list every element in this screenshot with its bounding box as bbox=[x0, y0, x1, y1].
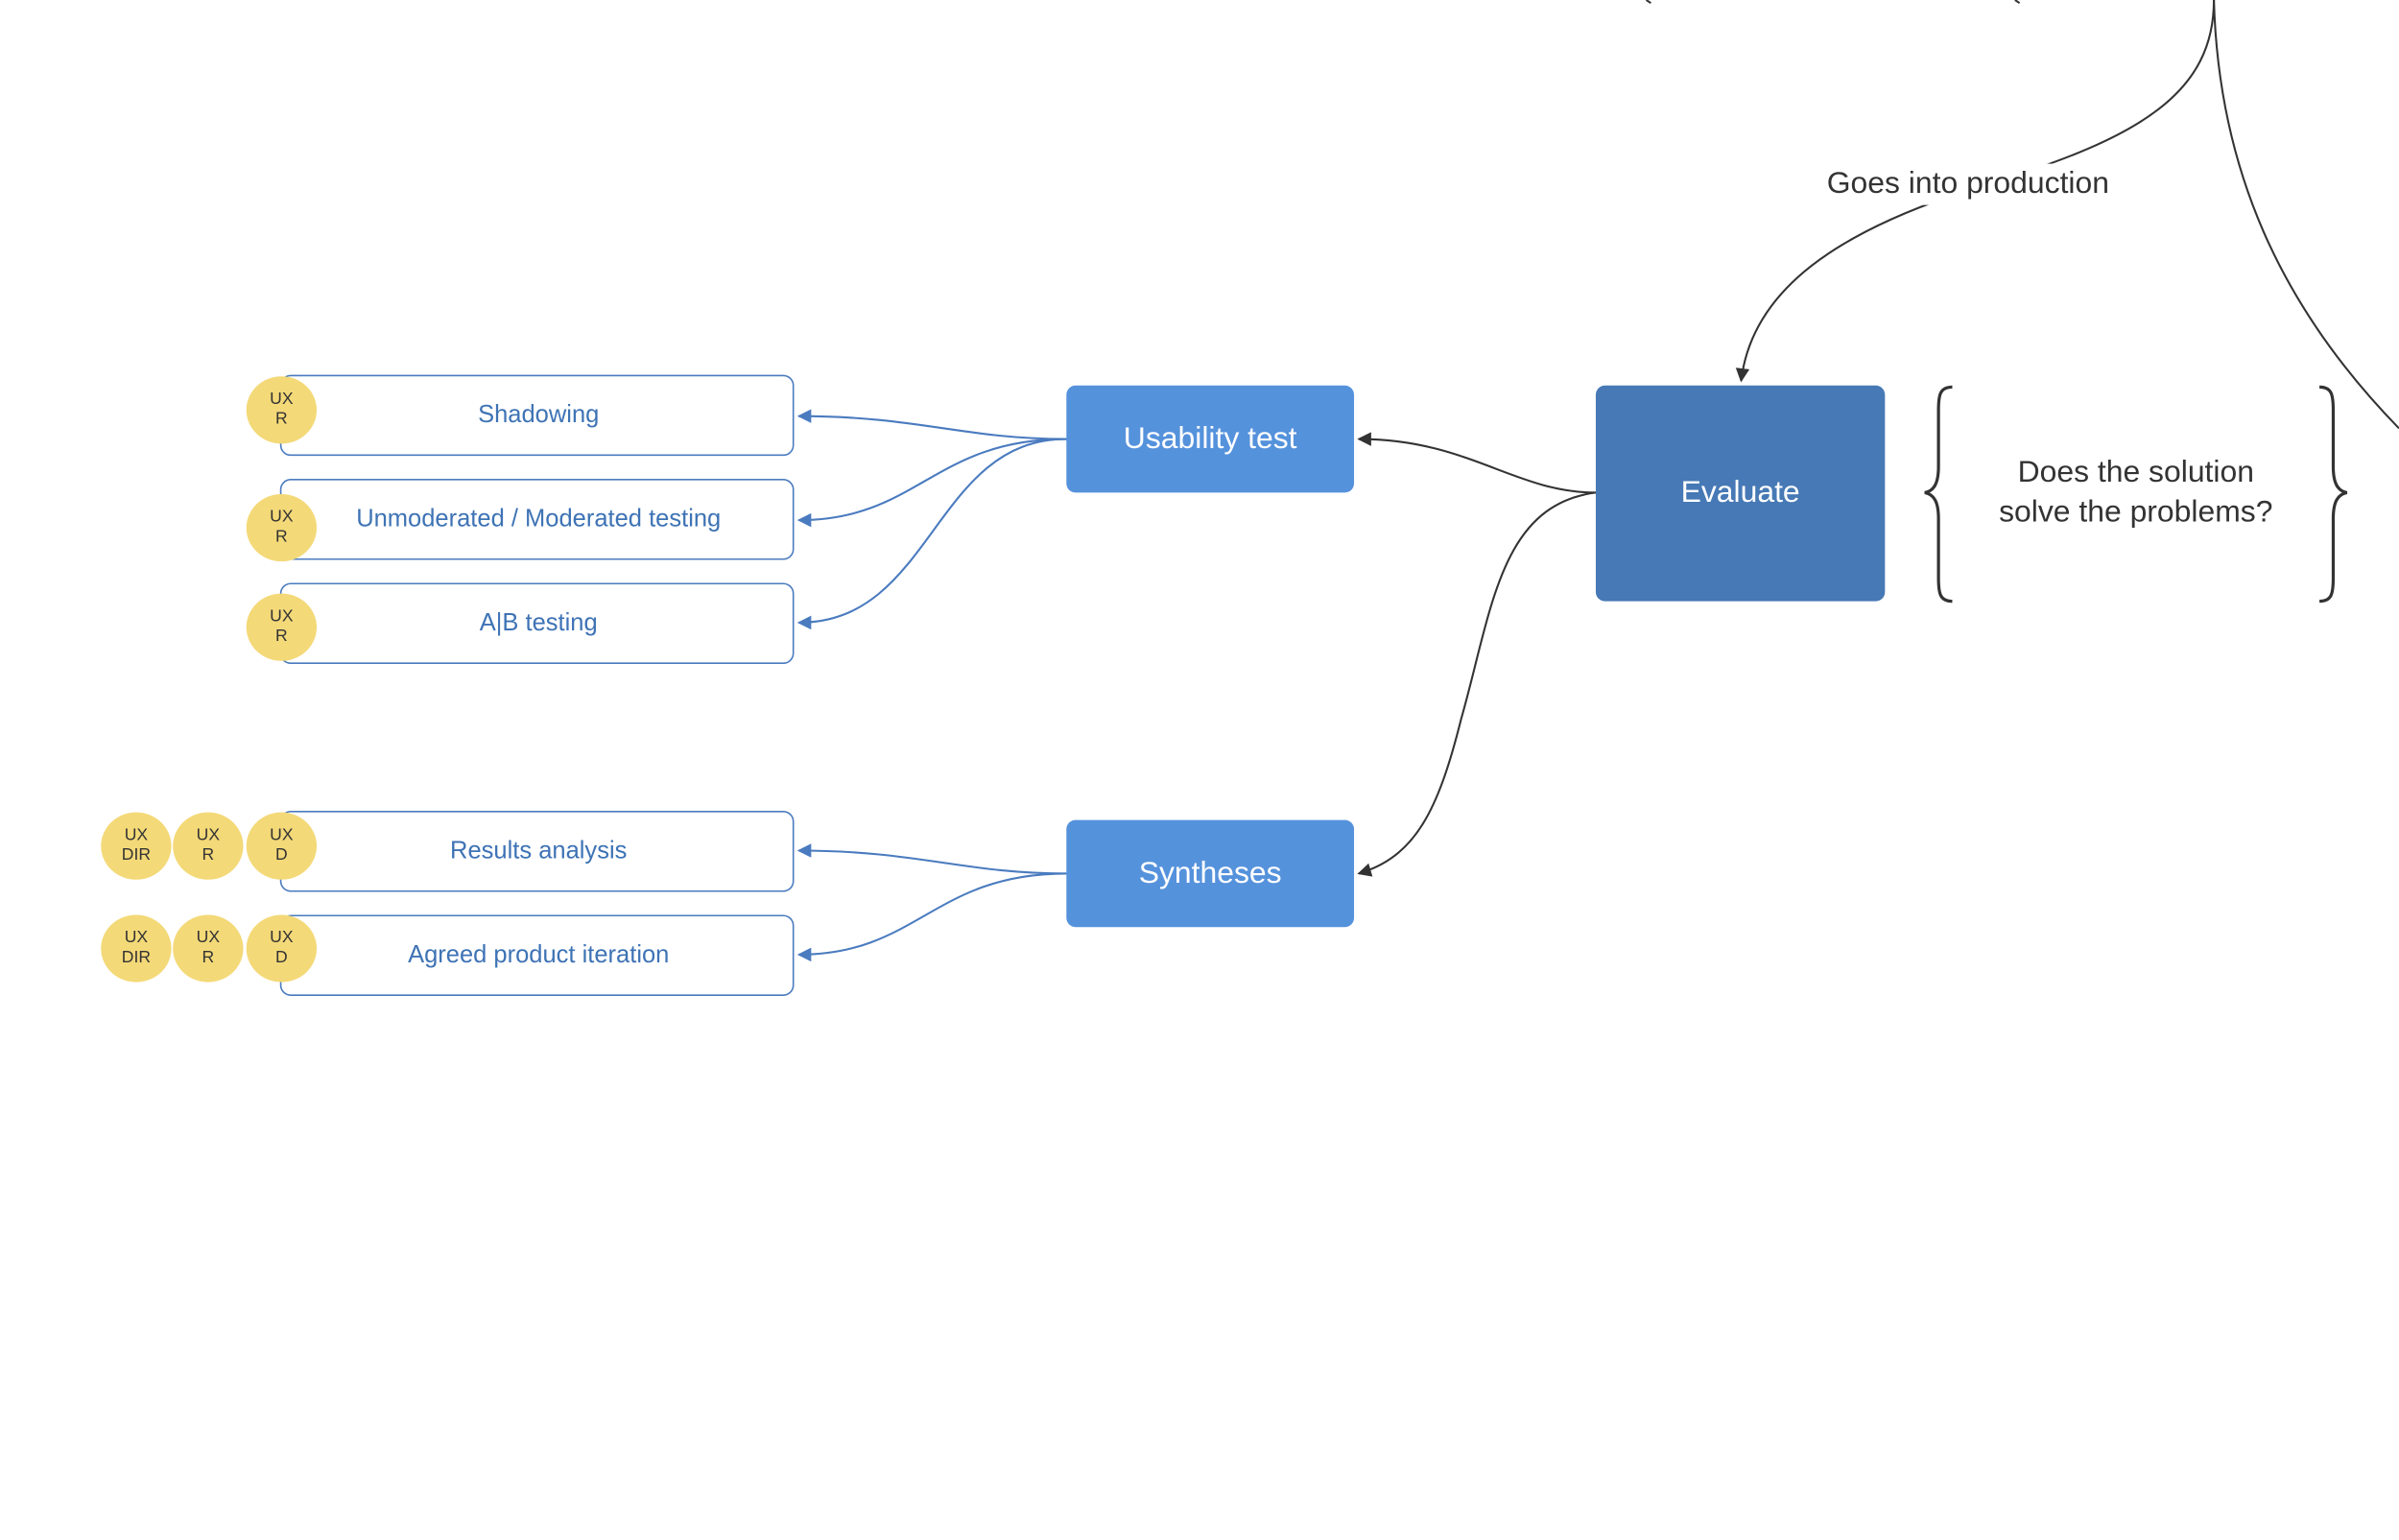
annotation-line-1: Does the solution bbox=[2017, 456, 2254, 490]
task-ab-testing-label: A|B testing bbox=[479, 609, 598, 636]
connector-label-goes-into-production: Goes into production bbox=[1820, 163, 2116, 205]
role-badge-ux-r: UX R bbox=[246, 376, 318, 444]
role-badge-ux-dir: UX DIR bbox=[101, 914, 172, 983]
role-badge-ux-r: UX R bbox=[246, 493, 318, 562]
role-badge-ux-r: UX R bbox=[173, 812, 244, 880]
evaluate-node-label: Evaluate bbox=[1680, 475, 1800, 509]
connector-syntheses-to-iteration bbox=[796, 872, 1067, 962]
evaluate-node[interactable]: Evaluate bbox=[1595, 385, 1886, 602]
role-badge-ux-dir: UX DIR bbox=[101, 812, 172, 880]
role-badge-ux-r: UX R bbox=[246, 593, 318, 661]
usability-test-node[interactable]: Usability test bbox=[1066, 385, 1355, 493]
task-agreed-product-iteration[interactable]: Agreed product iteration bbox=[279, 914, 795, 996]
connector-top-fragment-right bbox=[2014, 0, 2021, 5]
syntheses-node-label: Syntheses bbox=[1138, 856, 1282, 890]
connector-evaluate-to-syntheses bbox=[1357, 491, 1597, 877]
role-badge-ux-r: UX R bbox=[173, 914, 244, 983]
task-shadowing[interactable]: Shadowing bbox=[279, 374, 795, 457]
connector-top-fragment-left bbox=[1645, 0, 1651, 5]
right-curly-brace bbox=[2319, 385, 2348, 604]
task-ab-testing[interactable]: A|B testing bbox=[279, 582, 795, 664]
left-curly-brace bbox=[1924, 385, 1953, 604]
connector-usability-to-unmoderated bbox=[796, 438, 1067, 528]
connector-right-curve bbox=[2213, 0, 2399, 430]
task-unmoderated-moderated-testing[interactable]: Unmoderated / Moderated testing bbox=[279, 479, 795, 560]
annotation-line-2: solve the problems? bbox=[1999, 495, 2273, 530]
annotation-question: Does the solution solve the problems? bbox=[1952, 453, 2319, 533]
syntheses-node[interactable]: Syntheses bbox=[1066, 819, 1355, 928]
connector-syntheses-to-results bbox=[796, 843, 1067, 875]
role-badge-ux-d: UX D bbox=[246, 812, 318, 880]
role-badge-ux-d: UX D bbox=[246, 914, 318, 983]
task-shadowing-label: Shadowing bbox=[478, 401, 600, 428]
connector-evaluate-to-usability bbox=[1357, 432, 1596, 494]
connector-usability-to-shadowing bbox=[796, 409, 1067, 440]
connector-usability-to-ab-testing bbox=[796, 438, 1067, 630]
task-results-analysis[interactable]: Results analysis bbox=[279, 811, 795, 892]
task-results-analysis-label: Results analysis bbox=[450, 837, 628, 865]
task-unmoderated-label: Unmoderated / Moderated testing bbox=[356, 505, 722, 533]
usability-test-node-label: Usability test bbox=[1123, 421, 1297, 456]
task-agreed-iteration-label: Agreed product iteration bbox=[408, 941, 670, 968]
